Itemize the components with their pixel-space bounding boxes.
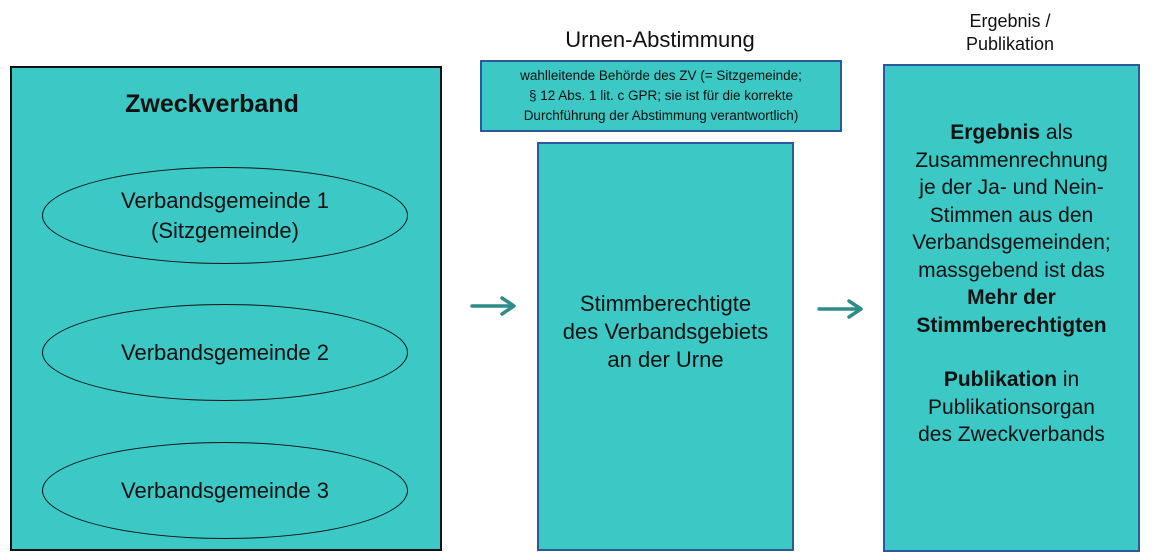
behoerde-line-2: § 12 Abs. 1 lit. c GPR; sie ist für die … — [528, 88, 794, 103]
heading-ergebnis-publikation: Ergebnis / Publikation — [920, 10, 1100, 56]
verbandsgemeinde-2-ellipse: Verbandsgemeinde 2 — [42, 304, 408, 401]
urne-line-2: des Verbandsgebiets — [562, 319, 769, 344]
result-line-6: massgebend ist das — [918, 258, 1105, 282]
right-arrow-icon — [817, 299, 863, 319]
result-line-3: je der Ja- und Nein- — [919, 176, 1104, 199]
verbandsgemeinde-1-label: Verbandsgemeinde 1 — [121, 187, 329, 213]
result-line-4: Stimmen aus den — [929, 203, 1094, 227]
result-line-11: des Zweckverbands — [918, 423, 1105, 446]
behoerde-line-1: wahlleitende Behörde des ZV (= Sitzgemei… — [520, 68, 802, 83]
result-line-5: Verbandsgemeinden; — [912, 231, 1111, 254]
urne-line-1: Stimmberechtigte — [579, 291, 752, 316]
result-line-1: Ergebnis als — [885, 119, 1138, 147]
behoerde-line-3: Durchführung der Abstimmung verantwortli… — [523, 108, 799, 123]
verbandsgemeinde-1-sublabel: (Sitzgemeinde) — [151, 217, 299, 243]
verbandsgemeinde-3-label: Verbandsgemeinde 3 — [121, 477, 329, 503]
zweckverband-title: Zweckverband — [125, 90, 299, 118]
verbandsgemeinde-1-ellipse: Verbandsgemeinde 1 (Sitzgemeinde) — [42, 167, 408, 264]
result-bold-ergebnis: Ergebnis — [950, 121, 1041, 144]
zweckverband-box: Zweckverband Verbandsgemeinde 1 (Sitzgem… — [10, 66, 442, 551]
result-rest-1: als — [1040, 121, 1073, 144]
result-line-10: Publikationsorgan — [928, 395, 1095, 419]
heading-ergebnis-line: Ergebnis / — [969, 11, 1051, 31]
result-line-8: Stimmberechtigten — [916, 313, 1107, 337]
verbandsgemeinde-2-label: Verbandsgemeinde 2 — [121, 339, 329, 365]
result-line-9: Publikation in — [885, 366, 1138, 394]
result-spacer — [885, 339, 1138, 366]
right-arrow-icon — [470, 296, 516, 316]
wahlleitende-behoerde-box: wahlleitende Behörde des ZV (= Sitzgemei… — [480, 60, 842, 132]
urne-line-3: an der Urne — [607, 347, 724, 372]
verbandsgemeinde-3-ellipse: Verbandsgemeinde 3 — [42, 442, 408, 539]
ergebnis-box: Ergebnis als Zusammenrechnung je der Ja-… — [883, 64, 1140, 552]
stimmberechtigte-text: Stimmberechtigte des Verbandsgebiets an … — [539, 290, 792, 374]
result-line-7: Mehr der — [967, 286, 1056, 309]
heading-urnen-abstimmung: Urnen-Abstimmung — [565, 27, 755, 52]
stimmberechtigte-box: Stimmberechtigte des Verbandsgebiets an … — [537, 142, 794, 551]
result-line-2: Zusammenrechnung — [915, 148, 1108, 172]
result-bold-publikation: Publikation — [943, 368, 1057, 391]
ergebnis-text: Ergebnis als Zusammenrechnung je der Ja-… — [885, 119, 1138, 449]
heading-publikation-line: Publikation — [965, 34, 1055, 54]
result-rest-9: in — [1057, 368, 1080, 391]
